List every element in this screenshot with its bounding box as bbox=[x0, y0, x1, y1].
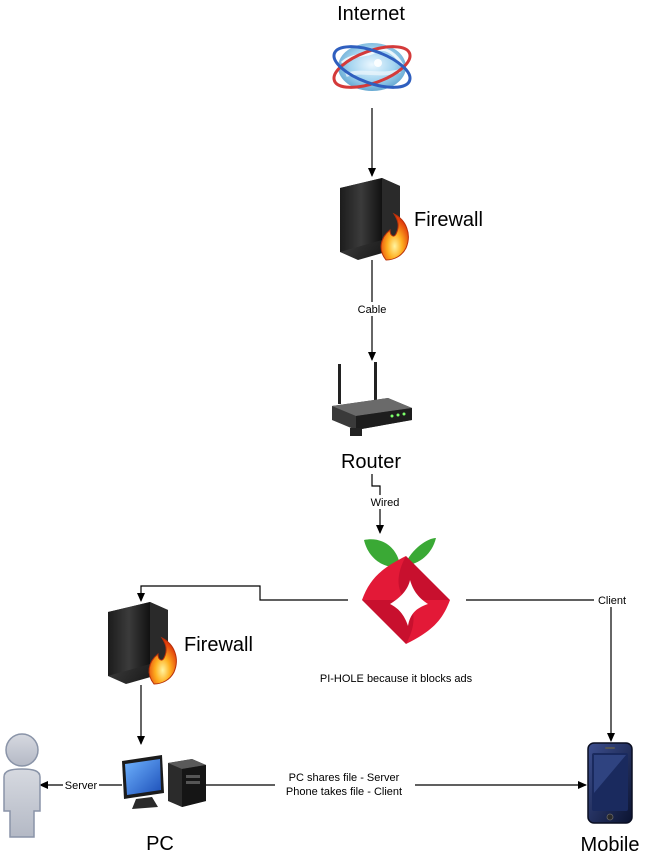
edge-label-client: Client bbox=[598, 595, 626, 607]
node-label-pc: PC bbox=[146, 833, 174, 855]
mobile-phone-icon bbox=[587, 742, 633, 824]
user-icon bbox=[3, 733, 41, 838]
node-label-firewall-left: Firewall bbox=[184, 634, 253, 656]
edge-label-phone-takes: Phone takes file - Client bbox=[286, 786, 402, 798]
router-icon bbox=[332, 362, 412, 436]
edge-router-pihole bbox=[371, 474, 384, 534]
node-label-firewall-top: Firewall bbox=[414, 209, 483, 231]
internet-globe-icon bbox=[332, 43, 412, 91]
edge-label-pc-shares: PC shares file - Server bbox=[289, 772, 400, 784]
pihole-logo-icon bbox=[362, 538, 450, 644]
edge-label-cable: Cable bbox=[358, 304, 387, 316]
node-label-internet: Internet bbox=[337, 3, 405, 25]
desktop-pc-icon bbox=[122, 755, 206, 809]
firewall-icon bbox=[108, 602, 177, 685]
firewall-icon bbox=[340, 178, 409, 261]
node-label-pihole: PI-HOLE because it blocks ads bbox=[320, 673, 473, 685]
node-label-mobile: Mobile bbox=[581, 834, 640, 856]
edge-label-server: Server bbox=[65, 780, 98, 792]
edge-pihole-firewall-left bbox=[137, 585, 348, 602]
edge-label-wired: Wired bbox=[371, 497, 400, 509]
node-label-router: Router bbox=[341, 451, 401, 473]
edge-pihole-mobile bbox=[466, 599, 615, 742]
